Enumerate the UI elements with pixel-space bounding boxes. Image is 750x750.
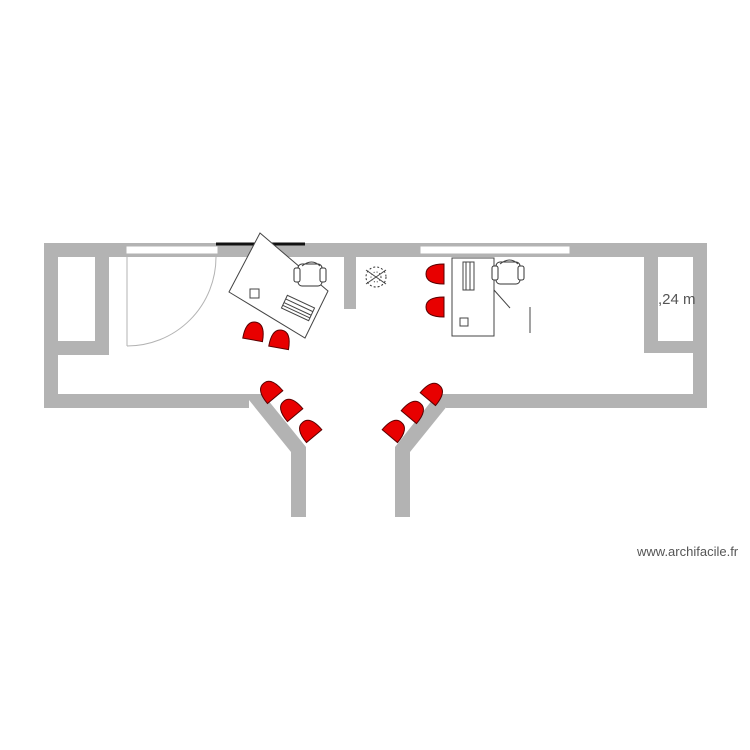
seats <box>242 263 445 444</box>
seat-desk-right-1 <box>425 263 445 285</box>
right-desk <box>451 257 495 337</box>
room-area-label: ,24 m <box>658 291 696 308</box>
right-closet-bottom <box>644 341 707 353</box>
bottom-left-wall <box>44 394 249 408</box>
middle-stub-wall <box>344 257 356 309</box>
left-closet-bottom <box>44 341 109 355</box>
right-desk-group <box>451 257 531 337</box>
door-swing-arc <box>126 256 217 347</box>
right-closet-partition <box>644 257 658 353</box>
walls <box>44 243 707 517</box>
right-desk-return-edge <box>493 289 511 309</box>
seat-desk-right-2 <box>425 296 445 318</box>
seat-corridor-right-1 <box>419 382 443 407</box>
right-wall <box>693 243 707 408</box>
left-office-chair-icon <box>293 261 327 287</box>
right-desk-phone-icon <box>459 317 469 327</box>
seat-corridor-left-1 <box>260 380 284 405</box>
left-closet-partition <box>95 257 109 355</box>
window-left <box>125 245 219 255</box>
right-corridor-wall <box>395 394 452 517</box>
plant-icon <box>365 266 387 288</box>
left-desk-keyboard-icon <box>280 294 316 322</box>
left-corridor-wall <box>249 394 306 517</box>
seat-corridor-right-3 <box>381 419 405 444</box>
bottom-right-wall <box>446 394 707 408</box>
left-wall <box>44 243 58 408</box>
seat-corridor-right-2 <box>400 400 424 425</box>
seat-corridor-left-2 <box>280 398 304 423</box>
seat-desk-left-2 <box>268 329 290 351</box>
left-desk-phone-icon <box>249 288 260 299</box>
left-desk-group <box>228 232 329 339</box>
seat-corridor-left-3 <box>299 419 323 444</box>
credit-link[interactable]: www.archifacile.fr <box>637 544 739 559</box>
right-desk-keyboard-icon <box>462 261 475 291</box>
seat-desk-left-1 <box>242 321 264 343</box>
right-office-chair-icon <box>491 259 525 285</box>
window-right <box>419 245 571 255</box>
